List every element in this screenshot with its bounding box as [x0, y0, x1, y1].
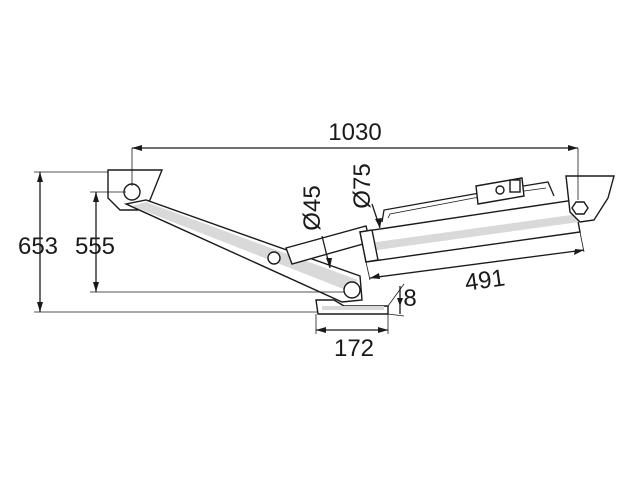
- foot-thickness-label: 8: [403, 285, 416, 312]
- overall-height-label: 653: [18, 233, 58, 260]
- arm-assembly: [107, 169, 615, 315]
- arm-middle-hole: [267, 251, 281, 265]
- valve-knob: [495, 185, 505, 195]
- cylinder-body-shading: [362, 214, 579, 252]
- right-mount-bolt: [571, 201, 589, 215]
- overall-width-label: 1030: [328, 119, 381, 146]
- foot-width-label: 172: [334, 335, 374, 362]
- hydraulic-hose: [381, 181, 555, 223]
- valve-fitting: [509, 179, 521, 193]
- pin-height-label: 555: [75, 233, 115, 260]
- main-arm-shading: [132, 202, 358, 290]
- right-mount-bracket: [565, 175, 615, 223]
- bottom-pivot-pin: [343, 281, 361, 299]
- rod-diameter-label: Ø45: [299, 185, 326, 230]
- cylinder-end-cap: [359, 229, 379, 263]
- cylinder-length-label: 491: [463, 264, 506, 296]
- foot-plate-shading: [322, 306, 384, 310]
- dimension-lines: [34, 145, 585, 334]
- left-pivot-pin: [123, 183, 141, 201]
- cylinder-diameter-label: Ø75: [349, 163, 376, 208]
